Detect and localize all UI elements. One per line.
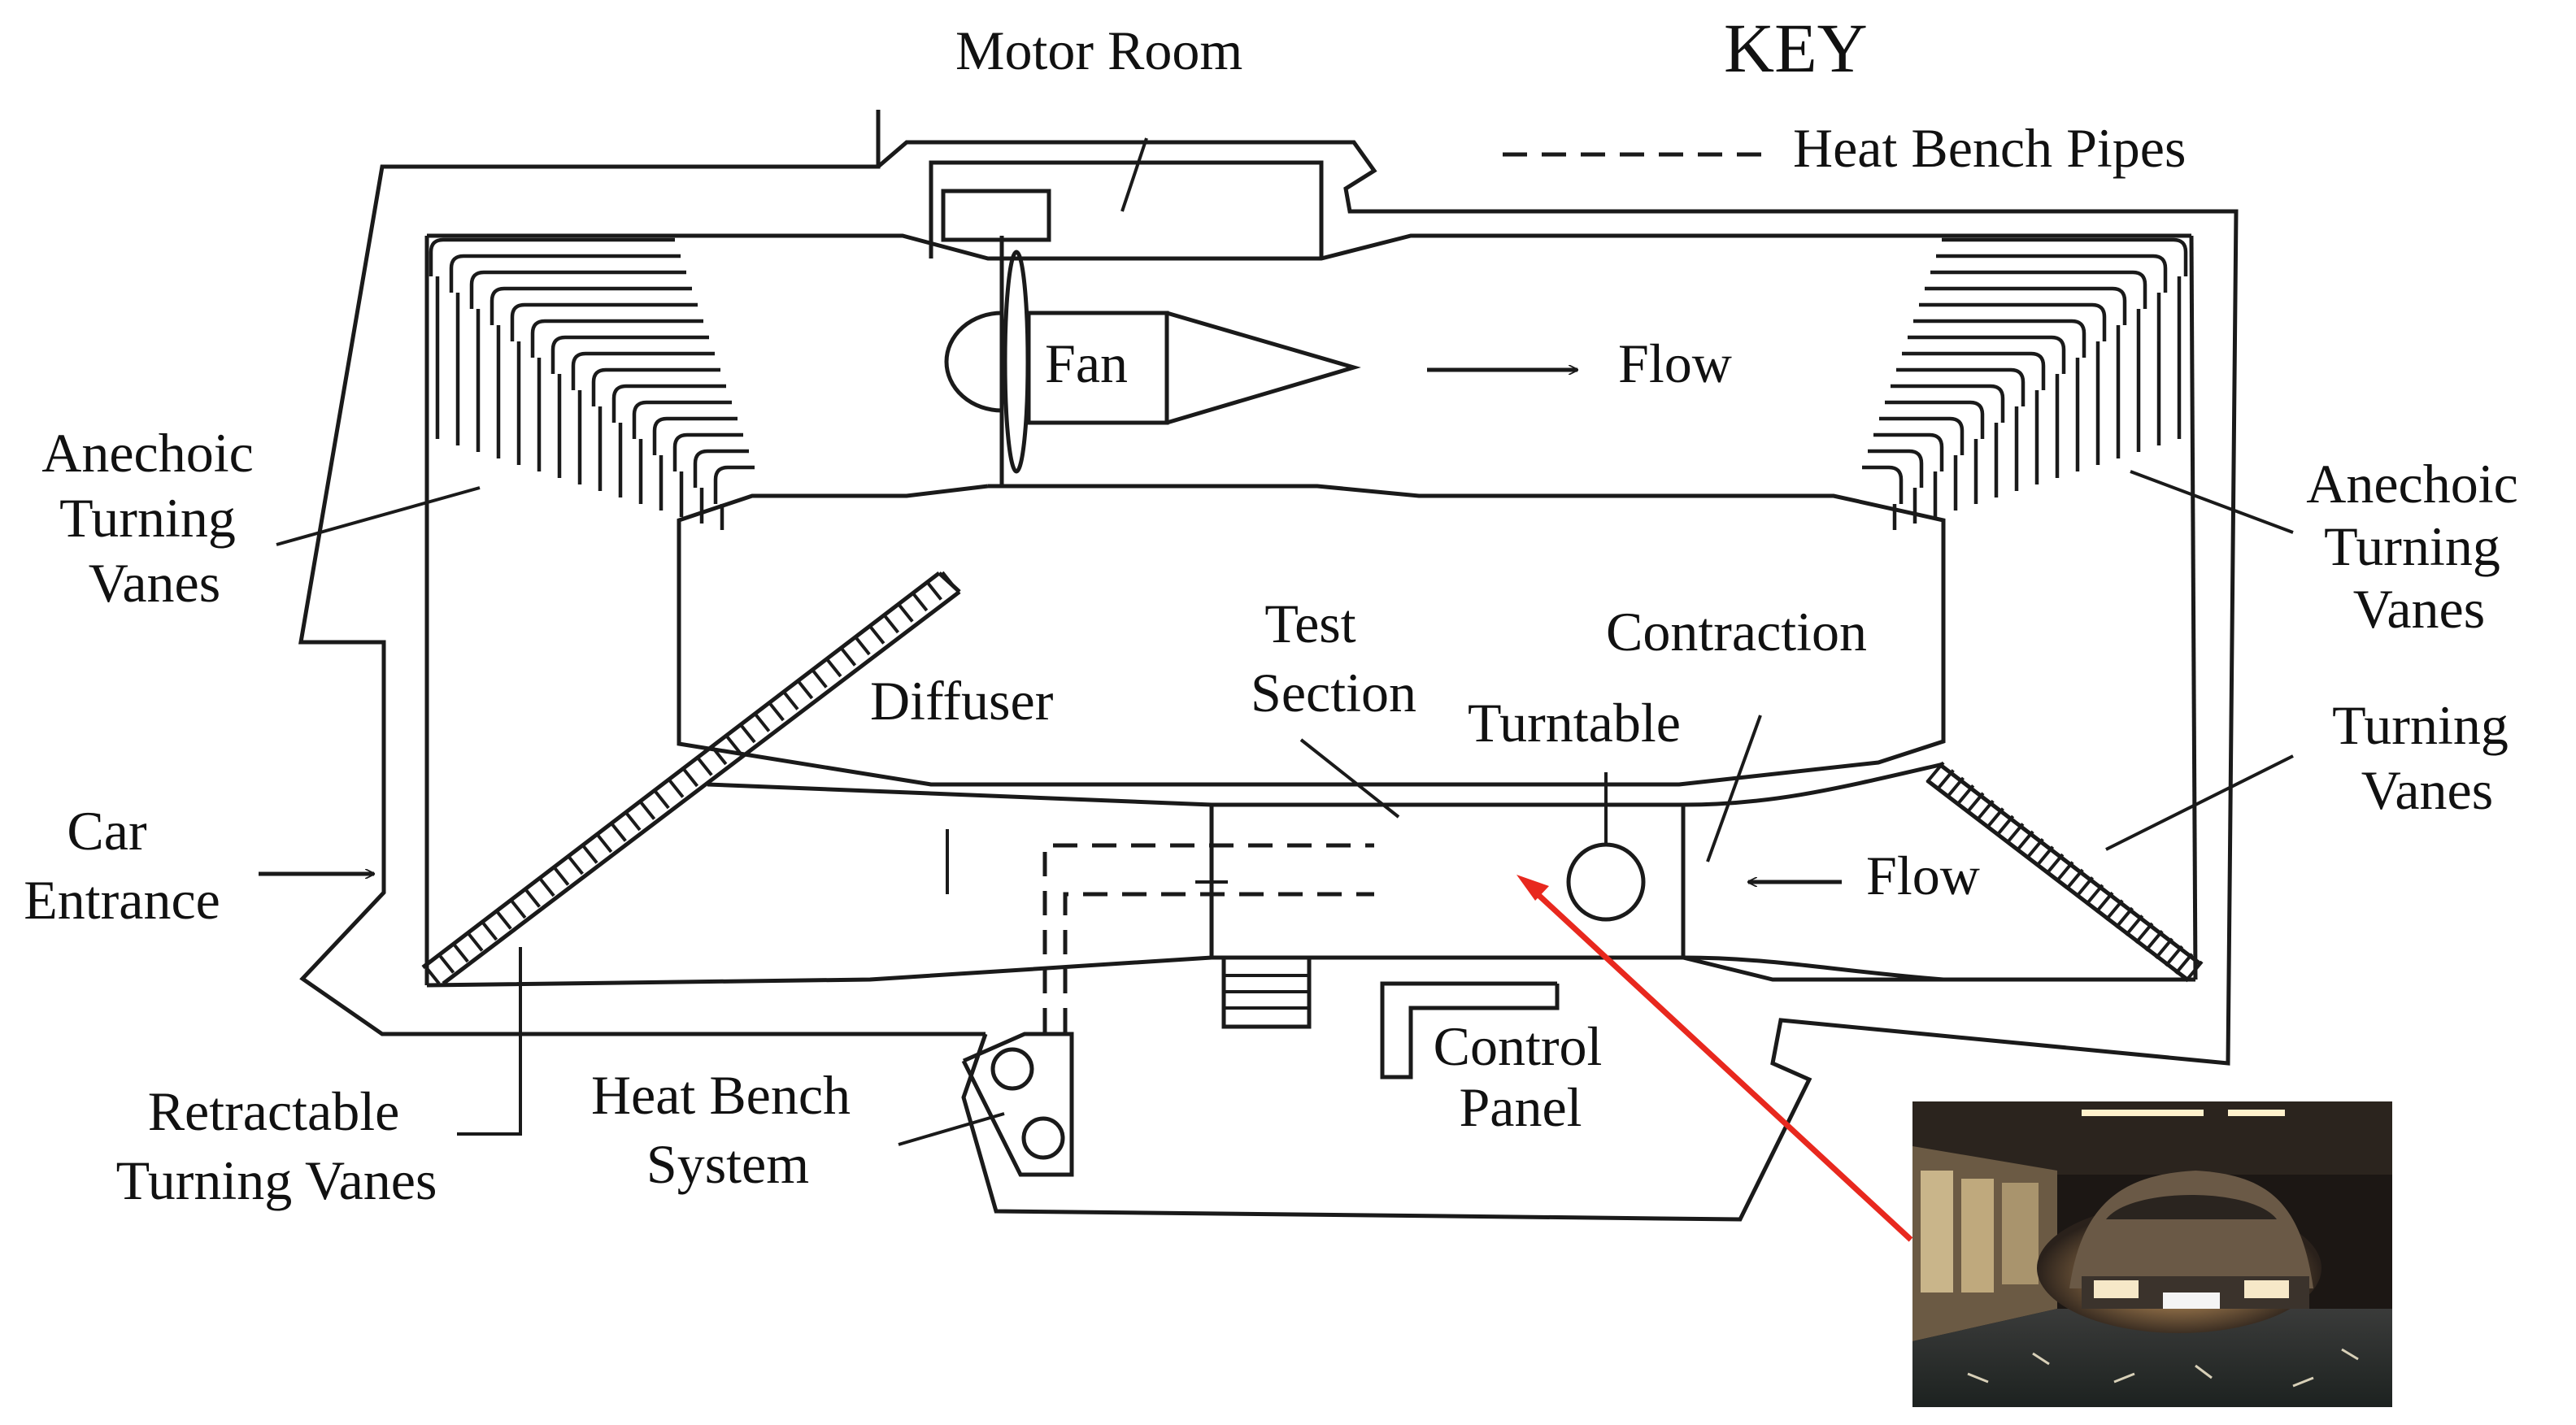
label-anechoic-right: Anechoic Turning Vanes bbox=[2306, 453, 2532, 640]
label-retractable-vanes-1: Retractable bbox=[148, 1080, 400, 1142]
label-anechoic-left-2: Turning bbox=[59, 487, 236, 549]
turning-vanes-group bbox=[429, 237, 2188, 530]
label-control-panel-1: Control bbox=[1434, 1015, 1603, 1077]
lower-right-turning-vanes bbox=[1925, 761, 2204, 983]
label-anechoic-right-2: Turning bbox=[2324, 515, 2500, 577]
test-leg bbox=[424, 235, 2198, 988]
label-diffuser: Diffuser bbox=[870, 670, 1054, 732]
label-anechoic-left: Anechoic Turning Vanes bbox=[41, 422, 268, 614]
label-turning-vanes-2: Vanes bbox=[2361, 759, 2493, 821]
label-turning-vanes-1: Turning bbox=[2332, 694, 2509, 756]
labels: Motor Room Fan Flow Flow Anechoic Turnin… bbox=[24, 20, 2532, 1211]
key-legend: KEY Heat Bench Pipes bbox=[1503, 9, 2186, 179]
label-retractable-vanes-2: Turning Vanes bbox=[116, 1149, 437, 1211]
label-car-entrance-1: Car bbox=[67, 800, 147, 862]
stairs bbox=[1221, 955, 1312, 1029]
label-turntable: Turntable bbox=[1468, 692, 1681, 754]
retractable-vanes bbox=[421, 571, 961, 985]
label-motor-room: Motor Room bbox=[955, 20, 1242, 81]
label-turning-vanes: Turning Vanes bbox=[2332, 694, 2522, 821]
label-flow-bottom: Flow bbox=[1866, 845, 1980, 906]
label-heat-bench: Heat Bench System bbox=[591, 1064, 864, 1195]
key-title: KEY bbox=[1724, 9, 1868, 87]
label-fan: Fan bbox=[1045, 332, 1128, 394]
fan-assembly bbox=[944, 236, 1361, 486]
key-heat-bench-pipes: Heat Bench Pipes bbox=[1793, 117, 2186, 179]
control-panel-shape bbox=[1380, 981, 1560, 1080]
label-car-entrance: Car Entrance bbox=[24, 800, 220, 931]
label-anechoic-right-1: Anechoic bbox=[2306, 453, 2518, 515]
label-heat-bench-2: System bbox=[646, 1133, 809, 1195]
label-control-panel-2: Panel bbox=[1459, 1076, 1582, 1138]
heat-bench-system bbox=[898, 843, 1374, 1177]
label-anechoic-left-1: Anechoic bbox=[41, 422, 254, 484]
label-flow-top: Flow bbox=[1618, 332, 1732, 394]
leader-lines bbox=[276, 470, 2294, 1136]
label-retractable-vanes: Retractable Turning Vanes bbox=[116, 1080, 437, 1211]
label-test-section-1: Test bbox=[1264, 593, 1355, 654]
label-car-entrance-2: Entrance bbox=[24, 869, 220, 931]
building-outline bbox=[298, 110, 2239, 1222]
pointer-arrow bbox=[1516, 875, 1913, 1242]
label-test-section: Test Section bbox=[1251, 593, 1416, 723]
photo-inset bbox=[1912, 1101, 2392, 1407]
label-anechoic-right-3: Vanes bbox=[2353, 578, 2485, 640]
motor-room bbox=[929, 160, 1324, 258]
flow-arrows bbox=[259, 370, 1842, 882]
label-contraction: Contraction bbox=[1606, 601, 1867, 663]
label-anechoic-left-3: Vanes bbox=[89, 552, 220, 614]
label-test-section-2: Section bbox=[1251, 662, 1416, 723]
label-control-panel: Control Panel bbox=[1434, 1015, 1617, 1138]
upper-return-duct bbox=[427, 233, 2191, 787]
label-heat-bench-1: Heat Bench bbox=[591, 1064, 851, 1126]
